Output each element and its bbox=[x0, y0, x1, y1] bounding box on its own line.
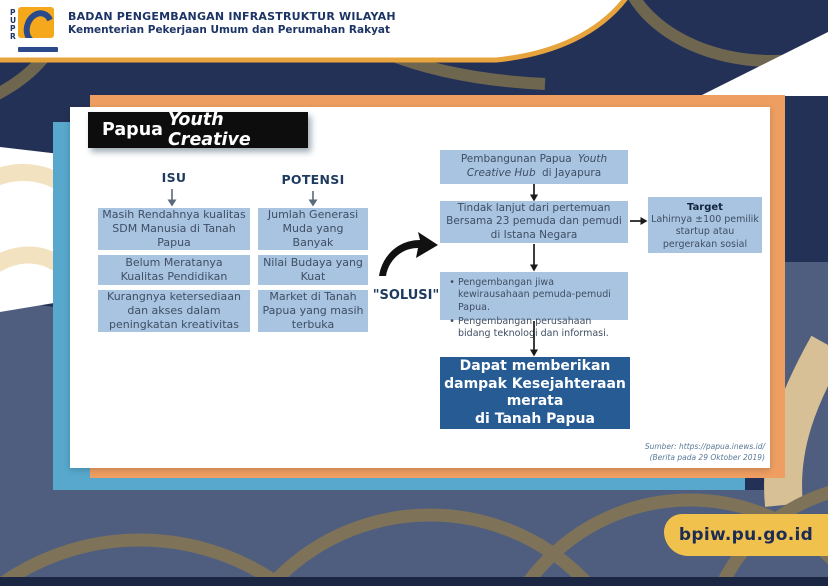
potensi-heading: POTENSI bbox=[281, 172, 345, 187]
flow-box-hub-text: Pembangunan Papua Youth Creative Hub di … bbox=[446, 153, 622, 180]
flow-box-hub: Pembangunan Papua Youth Creative Hub di … bbox=[440, 150, 628, 184]
potensi-box-3: Market di Tanah Papua yang masih terbuka bbox=[258, 290, 368, 332]
flow-right-arrow-icon bbox=[630, 217, 648, 225]
potensi-box-1: Jumlah Generasi Muda yang Banyak bbox=[258, 208, 368, 250]
source-citation: Sumber: https://papua.inews.id/ (Berita … bbox=[555, 442, 765, 463]
flow-down-arrow-icon bbox=[530, 321, 538, 357]
down-arrow-icon bbox=[308, 191, 318, 207]
target-heading: Target bbox=[687, 202, 723, 213]
target-box: Target Lahirnya ±100 pemilik startup ata… bbox=[648, 197, 762, 253]
header-agency: BADAN PENGEMBANGAN INFRASTRUKTUR WILAYAH… bbox=[68, 10, 396, 38]
source-line-2: (Berita pada 29 Oktober 2019) bbox=[649, 452, 765, 462]
flow-box-meeting: Tindak lanjut dari pertemuan Bersama 23 … bbox=[440, 201, 628, 243]
solusi-label: "SOLUSI" bbox=[372, 288, 440, 303]
site-url-tab[interactable]: bpiw.pu.go.id bbox=[664, 514, 828, 556]
flow-box-hub-prefix: Pembangunan Papua bbox=[460, 153, 572, 166]
isu-heading: ISU bbox=[161, 170, 187, 185]
slide-title: Papua Youth Creative bbox=[88, 110, 308, 150]
isu-box-3: Kurangnya ketersediaan dan akses dalam p… bbox=[98, 290, 250, 332]
ministry-name: Kementerian Pekerjaan Umum dan Perumahan… bbox=[68, 24, 391, 37]
source-line-1: Sumber: https://papua.inews.id/ bbox=[644, 442, 765, 451]
bullet-dot: • bbox=[449, 316, 455, 328]
pupr-logo-swoosh bbox=[19, 7, 54, 38]
result-line: Dapat memberikan bbox=[459, 358, 611, 374]
potensi-box-2: Nilai Budaya yang Kuat bbox=[258, 255, 368, 285]
pupr-logo-acronym: PUPR bbox=[10, 8, 17, 41]
flow-box-hub-suffix: di Jayapura bbox=[541, 167, 602, 179]
swoosh-arrow-icon bbox=[379, 232, 438, 276]
result-line: di Tanah Papua bbox=[475, 410, 595, 427]
result-line: dampak Kesejahteraan bbox=[444, 375, 626, 392]
flow-down-arrow-icon bbox=[530, 184, 538, 202]
bullet-text: Pengembangan jiwa kewirausahaan pemuda-p… bbox=[458, 277, 611, 313]
agency-name: BADAN PENGEMBANGAN INFRASTRUKTUR WILAYAH bbox=[68, 10, 396, 23]
isu-box-2: Belum Meratanya Kualitas Pendidikan bbox=[98, 255, 250, 285]
flow-down-arrow-icon bbox=[530, 244, 538, 272]
down-arrow-icon bbox=[167, 189, 177, 207]
pupr-logo-icon bbox=[18, 7, 54, 38]
slide-card bbox=[70, 107, 770, 468]
slide-title-italic: Youth Creative bbox=[167, 110, 251, 150]
pupr-logo-band bbox=[18, 47, 58, 52]
result-line: merata bbox=[506, 393, 564, 409]
solusi-bullets-box: • Pengembangan jiwa kewirausahaan pemuda… bbox=[440, 272, 628, 339]
pupr-logo: PUPR bbox=[10, 7, 62, 52]
target-body: Lahirnya ±100 pemilik startup atau perge… bbox=[651, 214, 759, 250]
result-box: Dapat memberikan dampak Kesejahteraan me… bbox=[440, 357, 630, 429]
slide-title-prefix: Papua bbox=[102, 120, 163, 140]
isu-box-1: Masih Rendahnya kualitas SDM Manusia di … bbox=[98, 208, 250, 250]
flow-box-hub-italic: Youth Creative Hub bbox=[466, 153, 608, 179]
bullet-dot: • bbox=[449, 277, 455, 288]
bullet-item: • Pengembangan jiwa kewirausahaan pemuda… bbox=[446, 277, 620, 314]
